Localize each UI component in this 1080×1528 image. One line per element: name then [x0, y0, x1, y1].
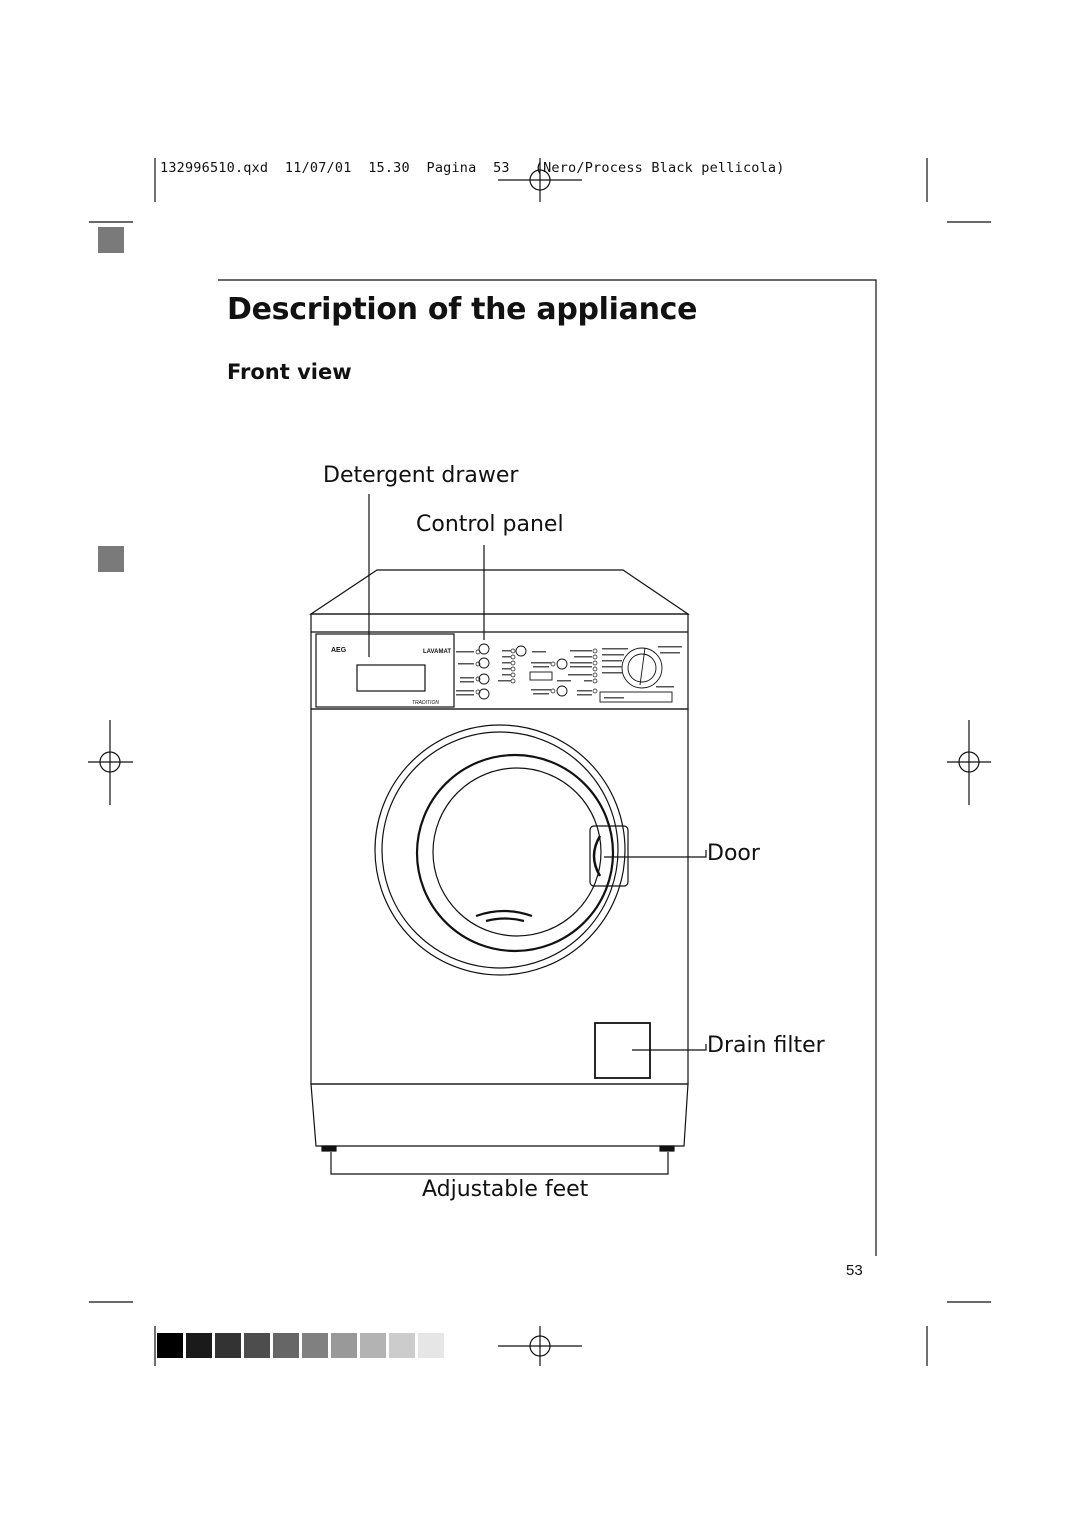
label-drain-filter: Drain filter [707, 1033, 825, 1058]
label-adjustable-feet: Adjustable feet [422, 1177, 589, 1202]
page-number: 53 [846, 1262, 863, 1279]
feet-bracket [330, 1152, 669, 1175]
drawer-handle [356, 664, 426, 692]
color-swatch [360, 1333, 386, 1358]
color-swatch [186, 1333, 212, 1358]
machine-top [309, 569, 690, 615]
registration-mark-right [947, 720, 991, 805]
section-marker-square [98, 546, 124, 572]
panel-model-logo: LAVAMAT [423, 649, 451, 655]
label-control-panel: Control panel [416, 512, 564, 537]
detergent-drawer [315, 633, 455, 708]
color-swatch [418, 1333, 444, 1358]
color-swatch [273, 1333, 299, 1358]
machine-cabinet [310, 708, 689, 1085]
leader-door [604, 850, 707, 858]
section-marker-square [98, 227, 124, 253]
registration-mark-bottom [498, 1326, 582, 1366]
page-frame-line [218, 279, 877, 1256]
panel-series-logo: TRADITION [412, 700, 439, 706]
section-subtitle: Front view [227, 360, 352, 384]
color-swatch [244, 1333, 270, 1358]
panel-brand-logo: AEG [331, 647, 347, 654]
leader-drain-filter [632, 1044, 707, 1051]
door-assembly [374, 724, 629, 976]
page-title: Description of the appliance [227, 292, 698, 327]
label-door: Door [707, 841, 760, 866]
registration-mark-top [498, 158, 582, 202]
color-swatch [331, 1333, 357, 1358]
machine-plinth [310, 1083, 689, 1147]
label-detergent-drawer: Detergent drawer [323, 463, 519, 488]
print-slug-line: 132996510.qxd 11/07/01 15.30 Pagina 53 (… [160, 160, 785, 176]
foot-left [321, 1145, 337, 1152]
print-color-bar [157, 1333, 444, 1358]
registration-mark-left [88, 720, 133, 805]
color-swatch [215, 1333, 241, 1358]
color-swatch [302, 1333, 328, 1358]
color-swatch [157, 1333, 183, 1358]
control-panel-strip [310, 613, 689, 710]
color-swatch [389, 1333, 415, 1358]
foot-right [659, 1145, 675, 1152]
crop-marks [89, 158, 991, 1366]
